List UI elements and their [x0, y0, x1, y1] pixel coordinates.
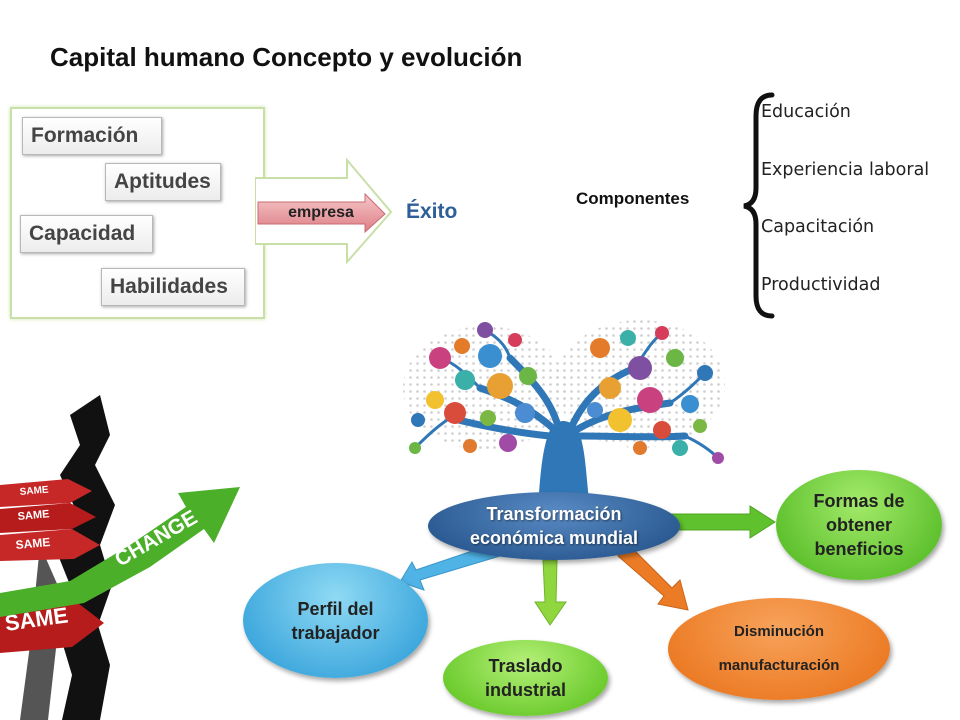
node-disminucion-line-1: Disminución [733, 623, 824, 640]
component-productividad: Productividad [761, 275, 881, 295]
component-experiencia: Experiencia laboral [761, 160, 930, 180]
page-title: Capital humano Concepto y evolución [50, 42, 523, 72]
tag-habilidades: Habilidades [101, 268, 245, 306]
node-disminucion-manufacturacion: Disminución manufacturación [668, 598, 890, 700]
node-perfil-line-2: trabajador [291, 622, 380, 643]
node-traslado-line-2: industrial [484, 680, 566, 700]
node-transformacion: Transformación económica mundial [428, 492, 680, 560]
node-disminucion-line-2: manufacturación [718, 657, 840, 674]
tag-capacidad: Capacidad [20, 215, 153, 253]
node-formas-line-2: obtener [825, 515, 892, 535]
same-label-3: SAME [15, 535, 51, 552]
node-transformacion-line-1: Transformación [486, 504, 622, 524]
node-formas-beneficios: Formas de obtener beneficios [776, 470, 942, 580]
arrow-label: empresa [288, 204, 354, 221]
components-label: Componentes [576, 189, 690, 208]
node-traslado-line-1: Traslado [488, 656, 563, 676]
component-educacion: Educación [761, 102, 851, 122]
tag-aptitudes: Aptitudes [105, 163, 221, 201]
same-label-1: SAME [19, 484, 49, 498]
same-label-2: SAME [17, 508, 50, 523]
tree-illustration [403, 320, 725, 508]
result-label: Éxito [406, 200, 458, 223]
node-transformacion-line-2: económica mundial [469, 528, 639, 548]
node-formas-line-1: Formas de [813, 491, 905, 511]
brace-icon [743, 92, 775, 319]
node-perfil-trabajador: Perfil del trabajador [243, 563, 428, 678]
tag-formacion: Formación [22, 117, 162, 155]
node-formas-line-3: beneficios [814, 539, 904, 559]
change-illustration: SAME SAME SAME SAME CHANGE [0, 395, 240, 720]
skills-box: Formación Aptitudes Capacidad Habilidade… [10, 107, 265, 319]
node-perfil-line-1: Perfil del [297, 598, 374, 619]
node-traslado-industrial: Traslado industrial [443, 640, 608, 716]
flow-arrow-icon [255, 158, 393, 265]
component-capacitacion: Capacitación [761, 217, 875, 237]
